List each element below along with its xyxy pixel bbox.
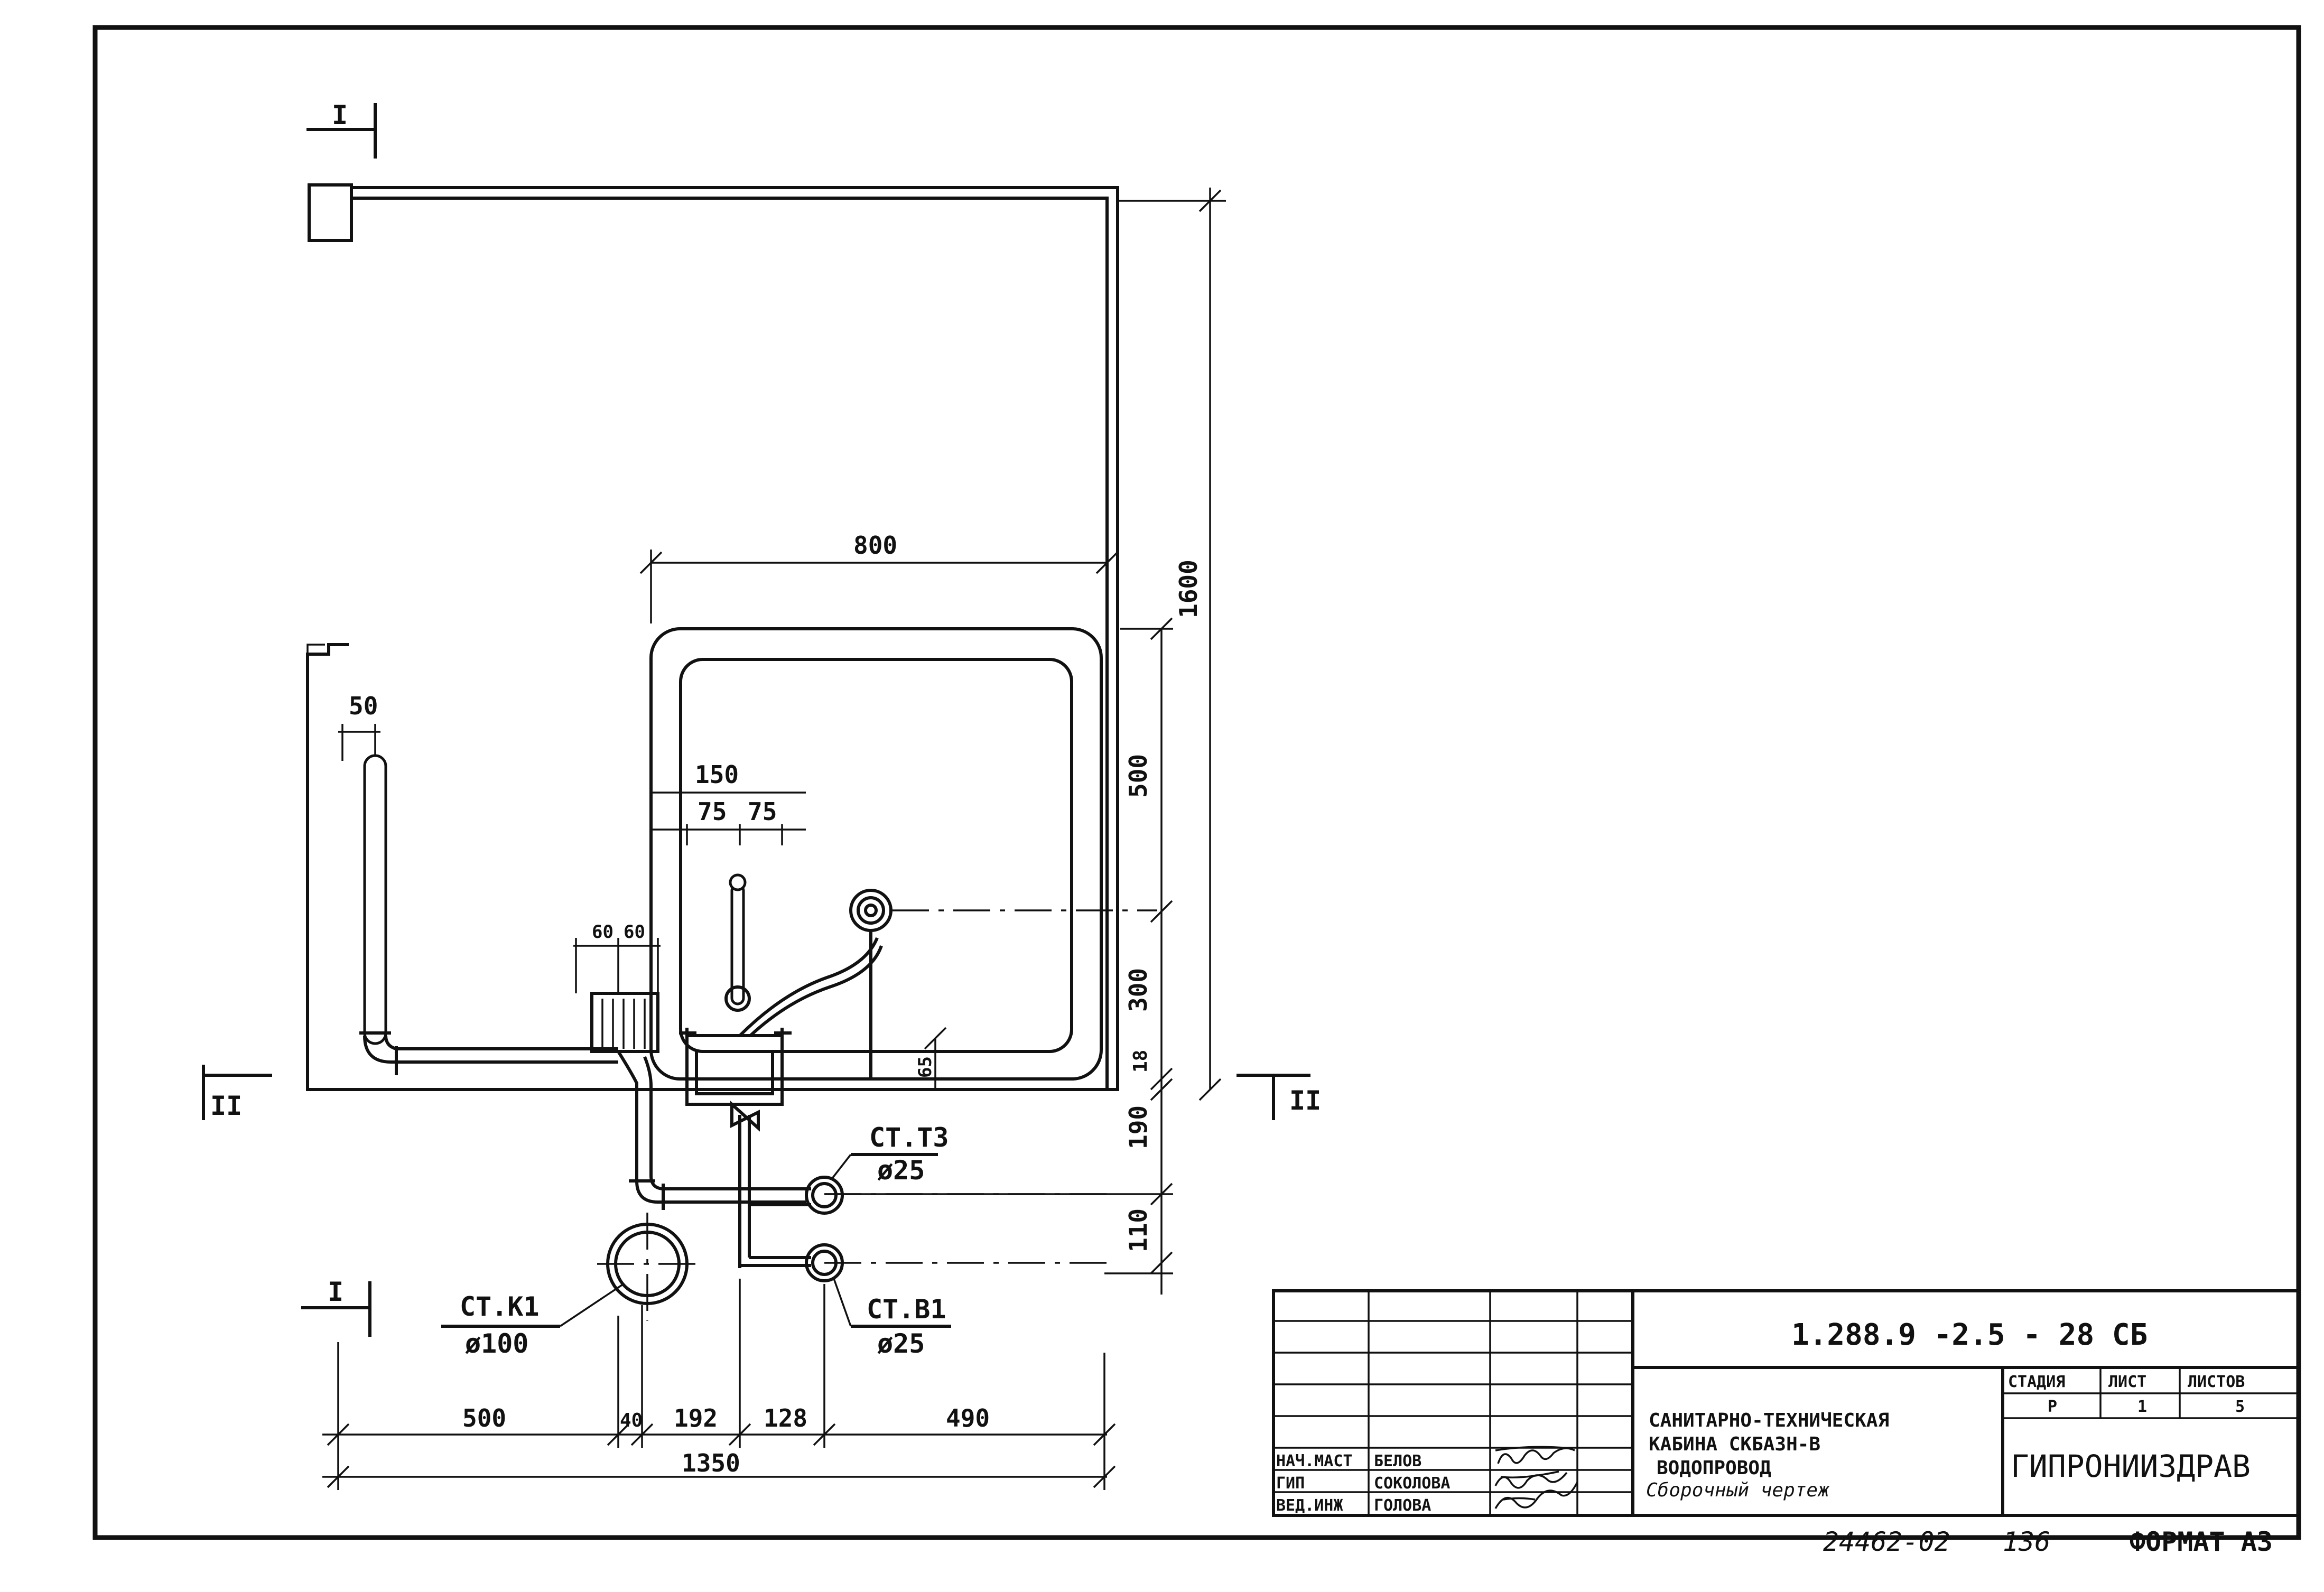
callout-b1-diameter: ø25 bbox=[877, 1328, 925, 1359]
title-block: 1.288.9 -2.5 - 28 СБ САНИТАРНО-ТЕХНИЧЕСК… bbox=[1272, 1289, 2300, 1517]
stage-header: СТАДИЯ bbox=[2008, 1373, 2065, 1391]
dim-190-label: 190 bbox=[1124, 1105, 1152, 1149]
title-line-3: ВОДОПРОВОД bbox=[1657, 1457, 1771, 1479]
section-mark-left: II bbox=[202, 1065, 272, 1121]
sheets-header: ЛИСТОВ bbox=[2188, 1373, 2245, 1391]
vent-pipe: 50 bbox=[338, 692, 618, 1075]
callout-b1: СТ.В1 ø25 bbox=[833, 1278, 951, 1359]
dim-bottom-500-label: 500 bbox=[462, 1404, 506, 1432]
sheet-header: ЛИСТ bbox=[2108, 1373, 2146, 1391]
dim-18-label: 18 bbox=[1130, 1050, 1151, 1073]
dim-top-800-label: 800 bbox=[853, 531, 897, 560]
callout-k1-diameter: ø100 bbox=[465, 1328, 528, 1359]
dim-75-right-label: 75 bbox=[748, 797, 777, 826]
section-mark-top: I bbox=[306, 100, 377, 159]
role-2: ГИП bbox=[1276, 1474, 1305, 1493]
title-line-2: КАБИНА СКБАЗН-В bbox=[1649, 1433, 1820, 1455]
dim-top-800: 800 bbox=[639, 531, 1119, 623]
callout-k1: СТ.К1 ø100 bbox=[441, 1283, 624, 1359]
shower-mixer: 150 75 75 bbox=[653, 760, 1157, 1268]
supply-branches bbox=[740, 1187, 1107, 1267]
signature-2 bbox=[1494, 1470, 1568, 1489]
cabin-walls bbox=[306, 183, 1119, 1091]
sheet-frame bbox=[92, 25, 2301, 1540]
dim-65-label: 65 bbox=[915, 1056, 936, 1078]
format-label: ФОРМАТ А3 bbox=[2130, 1526, 2273, 1557]
dim-bottom-128-label: 128 bbox=[764, 1404, 807, 1432]
dim-1600-label: 1600 bbox=[1174, 560, 1203, 618]
dim-60-right-label: 60 bbox=[624, 921, 645, 943]
callout-k1-name: СТ.К1 bbox=[460, 1291, 540, 1322]
dim-bottom: 500 40 192 128 490 1350 bbox=[322, 1279, 1116, 1490]
dim-60-left-label: 60 bbox=[592, 921, 613, 943]
title-line-4: Сборочный чертеж bbox=[1646, 1479, 1830, 1501]
dim-150-label: 150 bbox=[695, 760, 739, 789]
callout-t3-name: СТ.Т3 bbox=[869, 1122, 949, 1153]
drain-riser bbox=[617, 1050, 806, 1210]
dim-75-left-label: 75 bbox=[698, 797, 727, 826]
signature-1 bbox=[1495, 1446, 1575, 1464]
dim-bottom-1350-label: 1350 bbox=[682, 1449, 740, 1477]
callout-b1-name: СТ.В1 bbox=[867, 1294, 946, 1325]
section-mark-left-label: II bbox=[210, 1091, 242, 1121]
shower-tray bbox=[649, 627, 1103, 1081]
floor-trap: 60 60 bbox=[573, 921, 661, 1053]
section-mark-bottom-label: I bbox=[328, 1277, 343, 1307]
riser-b1 bbox=[805, 1243, 844, 1282]
section-mark-right: II bbox=[1237, 1074, 1321, 1120]
inventory-number: 24462-02 bbox=[1823, 1526, 1950, 1557]
dim-bottom-40-label: 40 bbox=[620, 1410, 643, 1431]
section-mark-right-label: II bbox=[1289, 1085, 1321, 1116]
title-line-1: САНИТАРНО-ТЕХНИЧЕСКАЯ bbox=[1649, 1410, 1889, 1431]
name-2: СОКОЛОВА bbox=[1374, 1474, 1451, 1493]
riser-k1 bbox=[597, 1213, 698, 1321]
role-1: НАЧ.МАСТ bbox=[1276, 1452, 1353, 1470]
section-mark-bottom: I bbox=[301, 1277, 371, 1337]
name-1: БЕЛОВ bbox=[1374, 1452, 1421, 1470]
section-mark-top-label: I bbox=[332, 100, 348, 131]
dim-50-label: 50 bbox=[349, 692, 378, 720]
dim-110-label: 110 bbox=[1124, 1208, 1152, 1252]
name-3: ГОЛОВА bbox=[1374, 1496, 1431, 1515]
dim-300-label: 300 bbox=[1124, 968, 1152, 1012]
dim-500-label: 500 bbox=[1124, 754, 1152, 798]
stage-value: Р bbox=[2048, 1398, 2057, 1416]
dim-bottom-490-label: 490 bbox=[946, 1404, 990, 1432]
riser-t3 bbox=[805, 1176, 844, 1215]
page-number: 136 bbox=[2003, 1526, 2050, 1557]
document-code: 1.288.9 -2.5 - 28 СБ bbox=[1791, 1318, 2148, 1352]
callout-t3-diameter: ø25 bbox=[877, 1155, 925, 1186]
sheets-value: 5 bbox=[2235, 1398, 2245, 1416]
dim-65: 65 bbox=[915, 1027, 947, 1090]
organization: ГИПРОНИИЗДРАВ bbox=[2011, 1448, 2251, 1484]
callout-t3: СТ.Т3 ø25 bbox=[831, 1122, 949, 1186]
signature-3 bbox=[1494, 1482, 1578, 1509]
dim-bottom-192-label: 192 bbox=[674, 1404, 718, 1432]
sheet-value: 1 bbox=[2137, 1398, 2147, 1416]
role-3: ВЕД.ИНЖ bbox=[1276, 1496, 1343, 1515]
